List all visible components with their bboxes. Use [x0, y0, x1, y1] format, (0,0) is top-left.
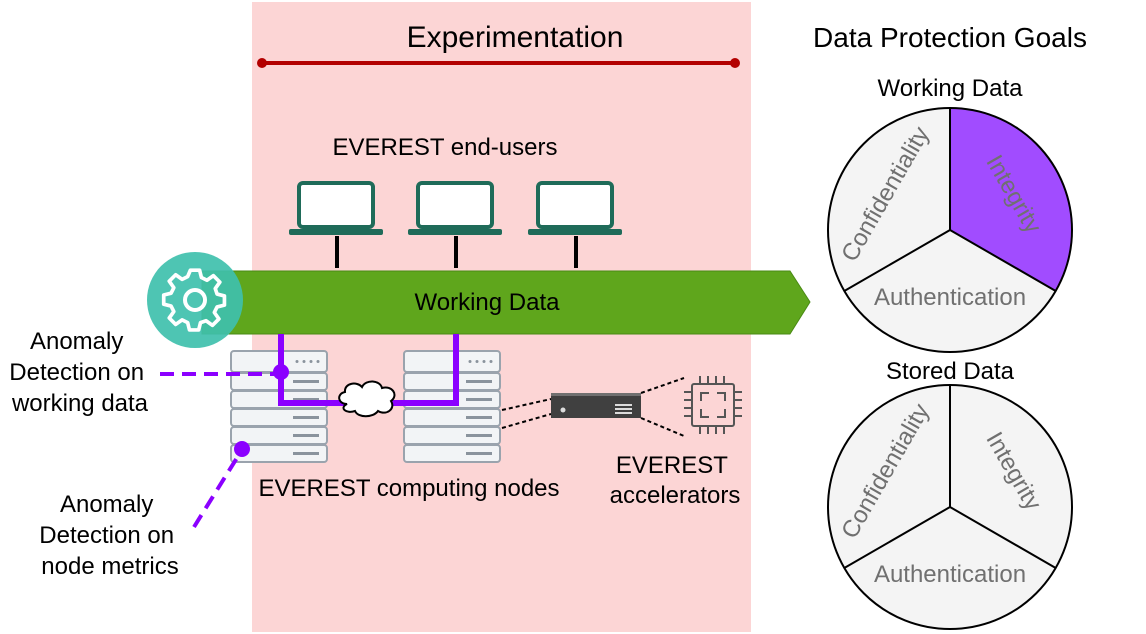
- accelerator-link: [501, 413, 552, 429]
- experimentation-range-line: [257, 58, 740, 68]
- working-data-arrow-label: Working Data: [415, 289, 561, 316]
- chip-icon: [684, 376, 742, 434]
- laptop-icon: [526, 181, 624, 237]
- anomaly-metrics-connector: [192, 451, 242, 529]
- stored-pie: Confidentiality Integrity Authentication: [827, 384, 1073, 630]
- accelerator-link: [501, 398, 552, 411]
- working-pie-title: Working Data: [878, 75, 1024, 102]
- working-integrity-segment: [950, 107, 1073, 291]
- end-users-label: EVEREST end-users: [333, 134, 558, 161]
- anomaly-working-probe: [273, 364, 289, 380]
- stored-pie-title: Stored Data: [886, 358, 1015, 385]
- accelerator-link: [640, 417, 685, 437]
- cloud-icon: [338, 380, 396, 418]
- accelerator-link: [640, 377, 685, 394]
- server-icon: [403, 350, 501, 463]
- laptop-icon: [406, 181, 504, 237]
- stored-authentication-label: Authentication: [874, 561, 1026, 588]
- experimentation-title: Experimentation: [407, 21, 624, 54]
- anomaly-metrics-label: Anomaly Detection on node metrics: [39, 491, 180, 580]
- working-pie: Confidentiality Integrity Authentication: [827, 107, 1073, 353]
- anomaly-metrics-probe: [234, 441, 250, 457]
- accelerator-device-icon: [551, 393, 641, 418]
- laptop-icon: [287, 181, 385, 237]
- anomaly-working-label: Anomaly Detection on working data: [9, 328, 150, 417]
- accelerators-label: EVEREST accelerators: [610, 452, 741, 509]
- goals-title: Data Protection Goals: [813, 22, 1087, 53]
- gear-icon: [147, 252, 243, 348]
- computing-nodes-label: EVEREST computing nodes: [258, 475, 559, 502]
- working-authentication-label: Authentication: [874, 284, 1026, 311]
